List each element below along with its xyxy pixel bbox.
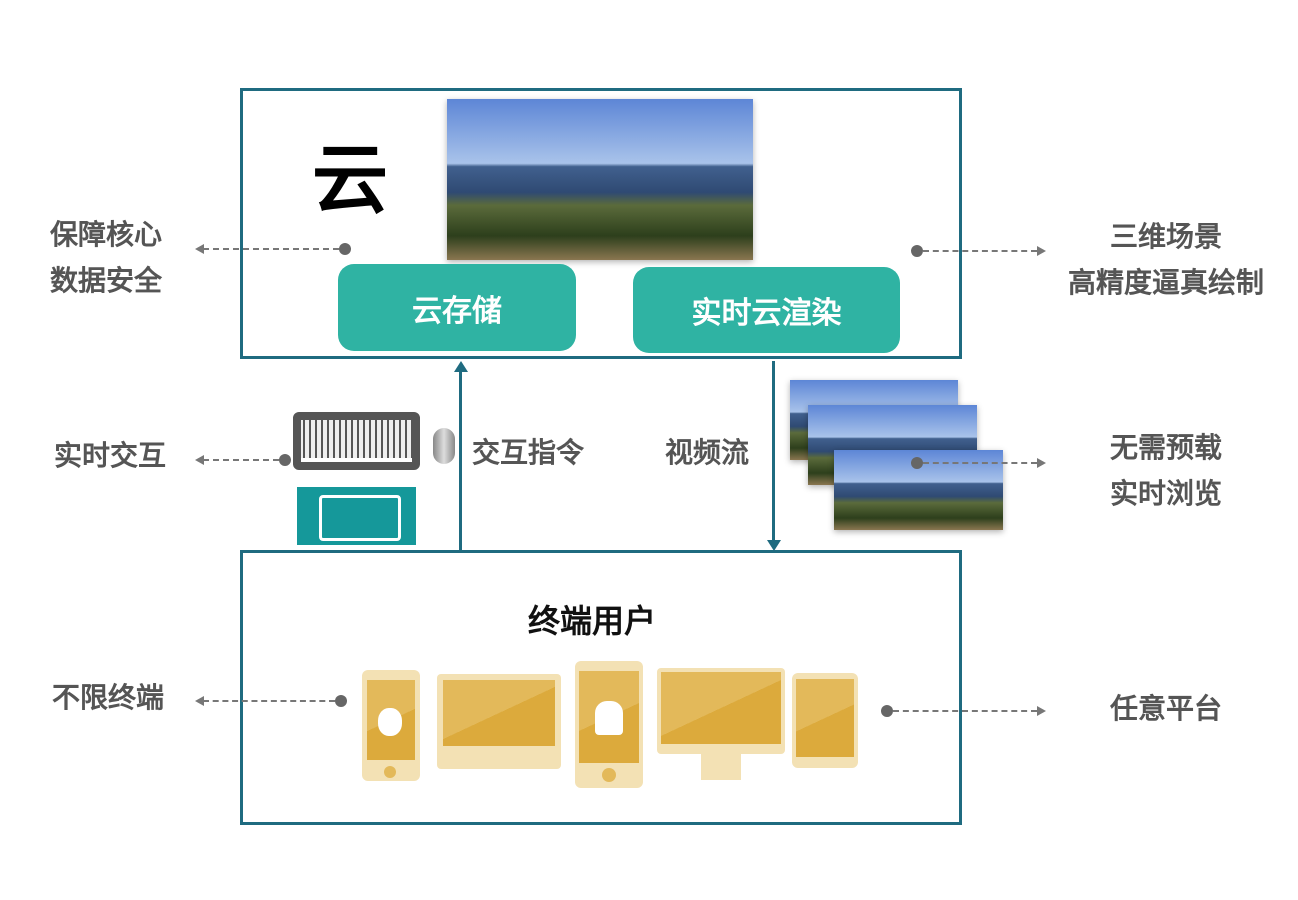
terminal-title: 终端用户 [528,602,657,640]
android-phone-icon [575,661,643,788]
connector-dot [911,457,923,469]
laptop-icon [437,674,561,769]
security-line-2: 数据安全 [50,264,163,297]
interaction-label: 实时交互 [54,439,167,472]
dashed-arrow [923,462,1037,464]
rendering-line-1: 三维场景 [1109,220,1222,253]
touch-screen-icon [297,487,416,545]
arrow-head-icon [195,696,204,706]
dashed-arrow [203,700,335,702]
arrow-up-icon [454,361,468,372]
connector-dot [911,245,923,257]
iphone-icon [362,670,420,781]
platform-label: 任意平台 [1109,692,1222,725]
terminals-label: 不限终端 [52,681,165,714]
mouse-icon [433,428,455,464]
dashed-arrow [923,250,1037,252]
cloud-storage-button[interactable]: 云存储 [338,264,576,351]
desktop-monitor-icon [657,668,785,780]
arrow-head-icon [1037,706,1046,716]
arrow-head-icon [1037,246,1046,256]
dashed-arrow [203,248,339,250]
interaction-command-label: 交互指令 [472,436,585,469]
dashed-arrow [203,459,279,461]
video-stream-label: 视频流 [665,436,750,469]
security-line-1: 保障核心 [50,218,163,251]
upstream-arrow [459,370,462,550]
connector-dot [339,243,351,255]
arrow-head-icon [1037,458,1046,468]
connector-dot [881,705,893,717]
preload-label: 无需预载 实时浏览 [1052,425,1280,517]
rendering-line-2: 高精度逼真绘制 [1067,266,1264,299]
arrow-head-icon [195,455,204,465]
connector-dot [279,454,291,466]
keyboard-icon [293,412,420,470]
arrow-head-icon [195,244,204,254]
cloud-render-button[interactable]: 实时云渲染 [633,267,900,353]
connector-dot [335,695,347,707]
dashed-arrow [893,710,1037,712]
security-label: 保障核心 数据安全 [50,212,162,304]
terminal-box [240,550,962,825]
rendering-label: 三维场景 高精度逼真绘制 [1052,214,1280,306]
preload-line-1: 无需预载 [1109,431,1222,464]
arrow-down-icon [767,540,781,551]
tablet-icon [792,673,858,768]
preload-line-2: 实时浏览 [1109,477,1222,510]
cloud-title: 云 [312,135,388,224]
cloud-box [240,88,962,359]
downstream-arrow [772,361,775,541]
scene-image [447,99,753,260]
